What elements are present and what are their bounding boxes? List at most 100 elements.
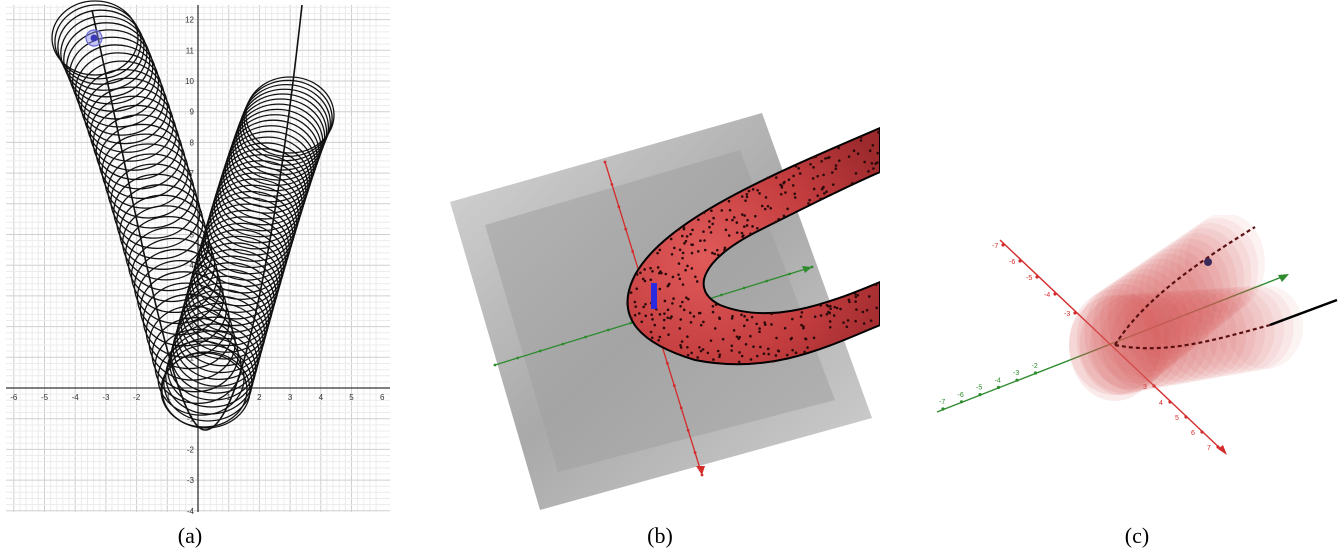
x-axis-tick — [978, 393, 982, 397]
sample-dot — [804, 337, 808, 341]
y-tick-label: 6 — [190, 200, 195, 209]
sample-dot — [787, 178, 791, 182]
y-axis-tick — [1053, 292, 1057, 296]
sample-dot — [681, 300, 684, 304]
x-axis-tick — [742, 286, 746, 290]
sample-dot — [634, 305, 638, 308]
sample-dot — [680, 340, 684, 343]
sample-dot — [828, 155, 831, 159]
sample-dot — [794, 351, 798, 354]
sample-dot — [856, 152, 860, 156]
sample-dot — [749, 232, 752, 236]
sample-dot — [745, 318, 749, 322]
x-tick-label: -4 — [72, 393, 80, 402]
sample-dot — [715, 248, 719, 252]
x-axis-tick-label: -2 — [1032, 363, 1038, 370]
sample-dot — [642, 305, 645, 309]
sample-dot — [874, 283, 878, 286]
sample-dot — [663, 312, 666, 315]
tube-circle-lower — [1184, 287, 1266, 376]
sample-dot — [670, 315, 673, 318]
sample-dot — [672, 297, 675, 300]
sample-dot — [688, 311, 692, 315]
sample-dot — [808, 198, 811, 202]
sample-dot — [649, 330, 653, 334]
sample-dot — [641, 277, 645, 281]
sample-dot — [728, 208, 732, 212]
sample-dot — [812, 166, 815, 169]
x-axis-tick-label: -3 — [1013, 370, 1019, 377]
sample-dot — [756, 226, 759, 230]
circle-right — [170, 316, 260, 394]
sample-dot — [670, 252, 674, 256]
sample-dot — [718, 353, 722, 356]
point-marker[interactable] — [85, 29, 103, 47]
sample-dot — [792, 174, 795, 178]
tube-circle-upper — [1076, 283, 1168, 396]
sample-dot — [758, 327, 761, 330]
tube-circle-upper — [1092, 273, 1182, 384]
y-axis-tick-label: -4 — [1044, 292, 1050, 299]
y-axis-tick — [603, 160, 607, 164]
sample-dot — [774, 354, 778, 357]
sample-dot — [643, 268, 646, 271]
sample-dot — [742, 225, 746, 228]
y-tick-label: 1 — [190, 353, 195, 362]
curve-lower — [1114, 323, 1271, 350]
sample-dot — [846, 319, 850, 322]
y-tick-label: -3 — [187, 476, 195, 485]
sample-dot — [766, 204, 770, 208]
y-axis-tick — [672, 384, 676, 387]
sample-dot — [816, 174, 819, 178]
circle-right — [185, 262, 275, 340]
x-axis — [936, 274, 1288, 413]
sample-dot — [820, 159, 823, 163]
sample-dot — [854, 172, 858, 175]
sample-dot — [861, 310, 865, 314]
sample-dot — [749, 358, 753, 361]
circle-right — [239, 88, 330, 166]
circle-right — [187, 255, 277, 333]
sample-dot — [716, 349, 720, 353]
sample-dot — [812, 336, 816, 340]
parabola-path — [91, 4, 303, 431]
sample-dot — [759, 345, 762, 349]
sample-dot — [874, 162, 877, 166]
sample-dot — [823, 192, 826, 195]
sample-dot — [658, 287, 662, 291]
sample-dot — [837, 159, 841, 162]
sample-dot — [743, 214, 746, 217]
sample-dot — [868, 149, 872, 152]
x-axis-tick-label: -7 — [939, 399, 945, 406]
sample-dot — [660, 271, 663, 275]
sample-dot — [629, 291, 633, 294]
y-axis-tick — [624, 227, 628, 231]
sample-dot — [867, 170, 870, 173]
point-marker[interactable] — [1204, 258, 1212, 266]
sample-dot — [785, 353, 789, 357]
tube-circle-lower — [1163, 289, 1247, 380]
tube-circle-lower — [1121, 291, 1209, 387]
x-axis-tick — [561, 342, 565, 346]
sample-dot — [708, 225, 711, 229]
circle-right — [176, 295, 266, 374]
sample-dot — [699, 239, 702, 242]
selection-marker[interactable] — [651, 283, 657, 309]
sample-dot — [803, 350, 806, 354]
parabola-curve — [91, 4, 303, 431]
circle-left — [57, 9, 145, 85]
sample-dot — [633, 313, 637, 317]
circle-left — [130, 237, 219, 314]
tube-circle-lower — [1142, 290, 1228, 383]
tube-circle-lower — [1090, 293, 1180, 392]
caption-b: (b) — [647, 523, 673, 548]
x-axis-tick — [493, 363, 497, 367]
sample-dot — [682, 308, 686, 312]
y-axis-tick — [1035, 275, 1039, 279]
sample-dot — [656, 251, 659, 255]
x-axis-arrow — [802, 266, 812, 273]
circle-left — [107, 153, 195, 229]
x-axis-tick — [606, 328, 610, 332]
tube-circle-lower — [1111, 292, 1199, 389]
